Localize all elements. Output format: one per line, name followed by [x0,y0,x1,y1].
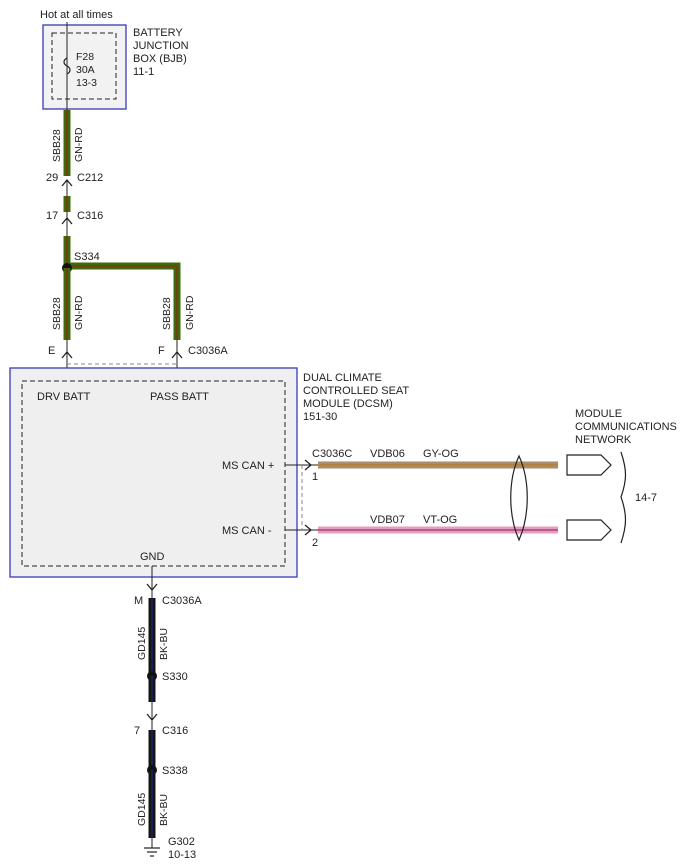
bjb-name-line3: BOX (BJB) [133,53,187,65]
wire-vdb07-color: VT-OG [423,514,457,526]
wire-gd145-bottom-circuit: GD145 [136,793,148,826]
wire-gd145-top-circuit: GD145 [136,627,148,660]
wire-gd145-top-color: BK-BU [158,628,170,660]
connector-c3036c-pin-plus: 1 [312,471,318,483]
connector-c3036c-pin-minus: 2 [312,537,318,549]
bjb-name-line4: 11-1 [133,66,154,78]
wire-vdb06-color: GY-OG [423,448,459,460]
power-note: Hot at all times [40,9,113,21]
wire-vdb06-circuit: VDB06 [370,448,405,460]
fuse-rating: 30A [76,64,95,76]
connector-c3036a-name: C3036A [188,345,228,357]
splice-s334-label: S334 [74,251,100,263]
connector-c316-bottom-arrow [146,713,158,722]
wire-stripe [67,265,178,340]
twisted-pair-symbol [510,454,528,542]
wire-color-label: GN-RD [73,127,85,162]
wire-color-label: GN-RD [184,295,196,330]
network-connector-minus[interactable] [566,519,612,541]
wire-color-label: GN-RD [73,295,85,330]
bjb-name-line2: JUNCTION [133,40,189,52]
splice-s330-label: S330 [162,671,188,683]
connector-c3036a-pin-f: F [158,345,165,357]
pin-gnd: GND [140,551,165,563]
wire-circuit-label: SBB28 [51,297,63,330]
module-name-line1: DUAL CLIMATE [303,372,382,384]
module-name-line4: 151-30 [303,411,337,423]
connector-c316-bottom-pin: 7 [134,725,140,737]
dcsm-module-box[interactable] [9,367,298,578]
network-brace [620,451,627,544]
module-name-line3: MODULE (DCSM) [303,398,393,410]
connector-c316-bottom-name: C316 [162,725,188,737]
connector-c212-pin: 29 [46,172,58,184]
pin-drv-batt: DRV BATT [37,391,91,403]
connector-c3036a-gnd-pin: M [134,595,143,607]
fuse-ref: 13-3 [76,77,97,89]
connector-c3036a-pin-e: E [48,345,55,357]
connector-c3036c-arrow-minus [304,524,313,536]
connector-c212-name: C212 [77,172,103,184]
ground-g302-ref: 10-13 [168,849,196,861]
bjb-box[interactable] [42,24,127,110]
connector-c316-top-name: C316 [77,210,103,222]
pin-pass-batt: PASS BATT [150,391,209,403]
connector-c3036c-arrow-plus [304,459,313,471]
ground-symbol-icon [144,847,160,857]
wire-vdb07-circuit: VDB07 [370,514,405,526]
bjb-name-line1: BATTERY [133,27,183,39]
connector-c3036a-gnd-name: C3036A [162,595,202,607]
connector-c316-top-pin: 17 [46,210,58,222]
network-name-line2: COMMUNICATIONS [575,421,677,433]
wire-gd145-bottom-color: BK-BU [158,794,170,826]
ground-g302-name: G302 [168,836,195,848]
bjb-inner-dashed [51,32,117,100]
wire-circuit-label: SBB28 [51,129,63,162]
module-name-line2: CONTROLLED SEAT [303,385,409,397]
network-name-line3: NETWORK [575,434,632,446]
splice-s338-label: S338 [162,765,188,777]
wire-circuit-label: SBB28 [161,297,173,330]
fuse-symbol[interactable] [63,57,71,75]
network-name-line1: MODULE [575,408,622,420]
network-ref: 14-7 [635,492,657,504]
connector-c3036a-gnd-arrow [146,583,158,592]
network-connector-plus[interactable] [566,454,612,476]
pin-ms-can-minus: MS CAN - [222,525,272,537]
pin-ms-can-plus: MS CAN + [222,460,274,472]
fuse-id: F28 [76,51,94,63]
dcsm-module-inner-dashed [21,380,286,567]
connector-c3036c-name: C3036C [312,448,352,460]
